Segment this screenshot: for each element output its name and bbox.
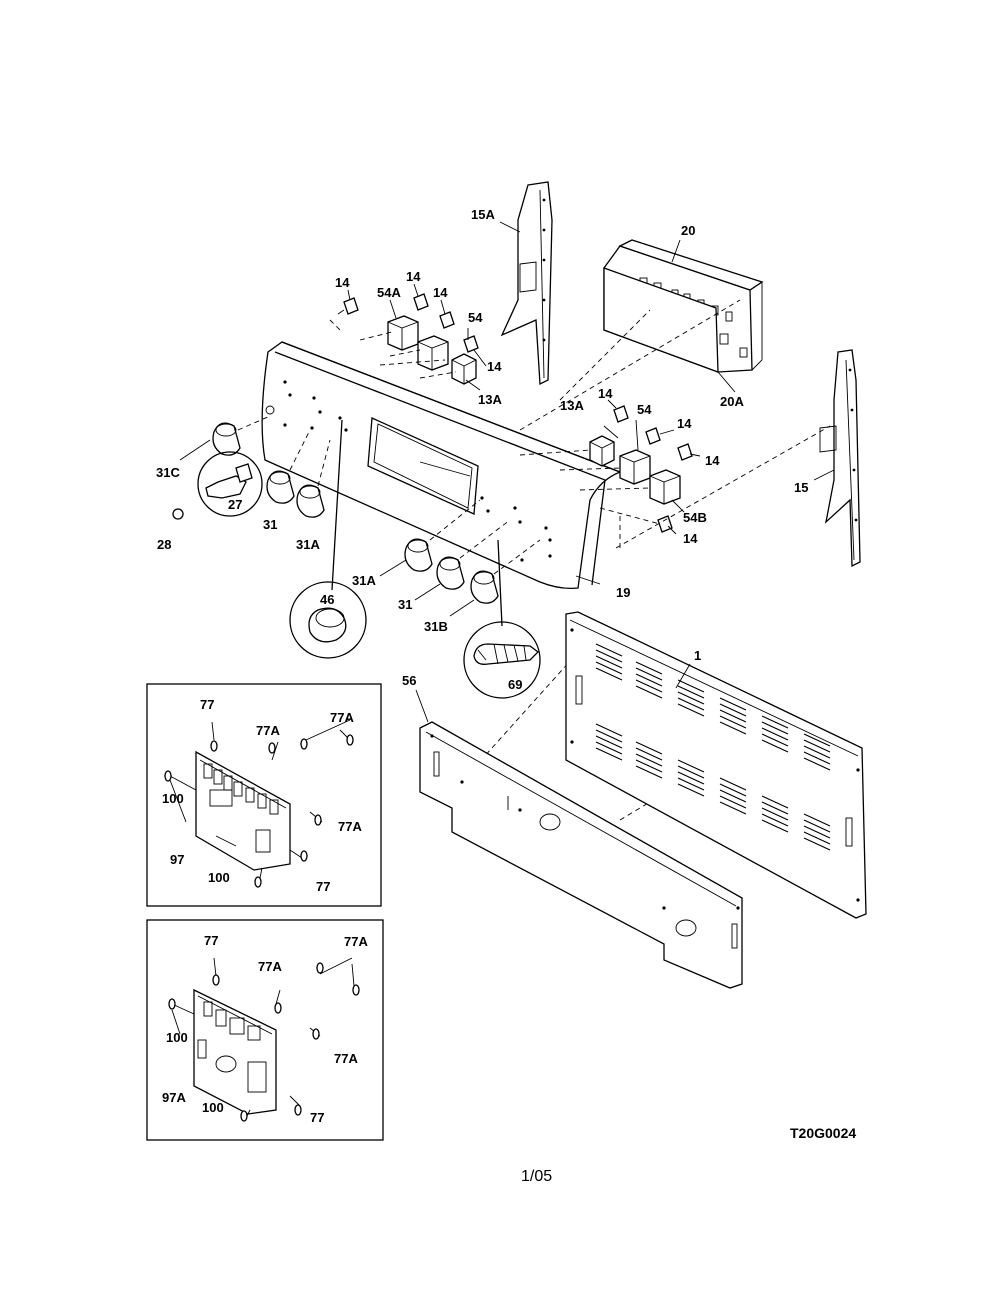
- inset2-callout-77a: 77A: [344, 934, 368, 949]
- inset2-callout-77: 77: [204, 933, 218, 948]
- inset2-callout-77a: 77A: [258, 959, 282, 974]
- inset1-callout-77: 77: [316, 879, 330, 894]
- callout-54b: 54B: [683, 510, 707, 525]
- callout-13a: 13A: [478, 392, 502, 407]
- electronic-control-part-20: [603, 239, 764, 373]
- back-panel-part-1: [565, 611, 867, 919]
- detail-bubble-27: [197, 451, 263, 517]
- inset2-callout-100: 100: [166, 1030, 188, 1045]
- callout-leaders: [179, 221, 835, 723]
- switch-cluster-left: [337, 283, 487, 391]
- callout-13a: 13A: [560, 398, 584, 413]
- callout-14: 14: [677, 416, 692, 431]
- callout-15: 15: [794, 480, 808, 495]
- callout-31a: 31A: [296, 537, 320, 552]
- callout-54: 54: [637, 402, 652, 417]
- inset2-callout-77a: 77A: [334, 1051, 358, 1066]
- knob-part-31c: [212, 422, 241, 456]
- inset1-callout-100: 100: [208, 870, 230, 885]
- side-bracket-part-15: [819, 349, 861, 568]
- inset2-callout-97a: 97A: [162, 1090, 186, 1105]
- switch-cluster-right: [589, 399, 701, 535]
- callout-1: 1: [694, 648, 701, 663]
- inset1-callout-97: 97: [170, 852, 184, 867]
- callout-14: 14: [335, 275, 350, 290]
- inset1-callout-77: 77: [200, 697, 214, 712]
- callout-14: 14: [406, 269, 421, 284]
- callout-54a: 54A: [377, 285, 401, 300]
- callout-31a: 31A: [352, 573, 376, 588]
- inset-board-97: [146, 683, 382, 907]
- callout-31b: 31B: [424, 619, 448, 634]
- knob-part-31: [266, 470, 295, 504]
- callout-14: 14: [683, 531, 698, 546]
- detail-bubble-69: [463, 539, 541, 699]
- knob-part-31a-left: [296, 484, 325, 518]
- callout-14: 14: [705, 453, 720, 468]
- callout-31c: 31C: [156, 465, 180, 480]
- callout-54: 54: [468, 310, 483, 325]
- control-panel-part-19: [261, 341, 622, 590]
- callout-19: 19: [616, 585, 630, 600]
- knob-part-31b: [470, 570, 499, 604]
- callout-69: 69: [508, 677, 522, 692]
- inset2-callout-100: 100: [202, 1100, 224, 1115]
- inset1-callout-77a: 77A: [330, 710, 354, 725]
- knob-part-31-right: [436, 556, 465, 590]
- callout-28: 28: [157, 537, 171, 552]
- callout-20a: 20A: [720, 394, 744, 409]
- callout-56: 56: [402, 673, 416, 688]
- callout-20: 20: [681, 223, 695, 238]
- inset-board-97a: [146, 919, 384, 1141]
- knob-part-31a-right: [404, 538, 433, 572]
- inset1-callout-100: 100: [162, 791, 184, 806]
- inset2-callout-77: 77: [310, 1110, 324, 1125]
- callout-15a: 15A: [471, 207, 495, 222]
- inset1-callout-77a: 77A: [256, 723, 280, 738]
- callout-14: 14: [487, 359, 502, 374]
- knob-part-28: [172, 508, 184, 520]
- lower-panel-part-56: [419, 721, 743, 989]
- side-bracket-part-15a: [500, 181, 553, 386]
- inset1-callout-77a: 77A: [338, 819, 362, 834]
- detail-bubble-46: [289, 419, 367, 659]
- callout-31: 31: [398, 597, 412, 612]
- callout-14: 14: [433, 285, 448, 300]
- callout-46: 46: [320, 592, 334, 607]
- callout-14: 14: [598, 386, 613, 401]
- callout-31: 31: [263, 517, 277, 532]
- callout-27: 27: [228, 497, 242, 512]
- callout-labels: 15A 20 20A 14 54A 14 14 54 14 13A 13A 14…: [156, 207, 856, 1185]
- page-number: 1/05: [521, 1168, 552, 1185]
- diagram-code: T20G0024: [790, 1125, 856, 1141]
